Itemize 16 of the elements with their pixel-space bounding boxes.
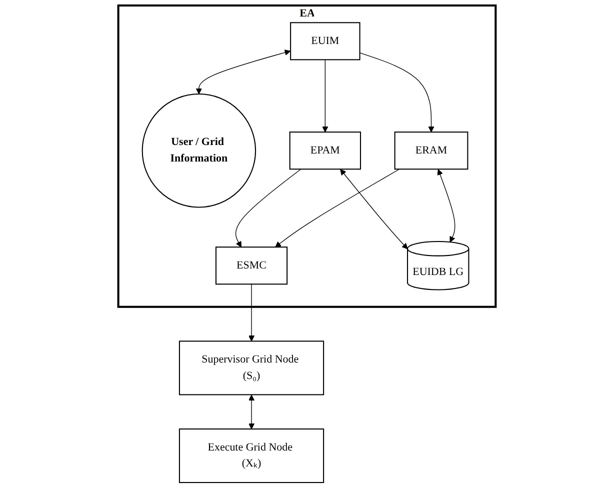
arrow <box>196 50 291 94</box>
node-box: ESMC <box>215 246 288 285</box>
node-box: Execute Grid Node (Xₖ) <box>178 428 324 484</box>
arrow <box>248 284 255 342</box>
arrow <box>248 394 255 430</box>
node-box: Supervisor Grid Node (S₀) <box>178 340 324 396</box>
arrow <box>275 168 400 248</box>
node-box: ERAM <box>394 132 468 170</box>
arrow <box>235 168 302 248</box>
arrow <box>359 52 434 132</box>
node-circle: User / Grid Information <box>142 93 256 208</box>
arrow <box>340 169 408 250</box>
arrow <box>437 169 456 242</box>
arrow <box>322 59 328 132</box>
node-box: EUIM <box>290 22 360 60</box>
node-box: EPAM <box>289 132 362 170</box>
